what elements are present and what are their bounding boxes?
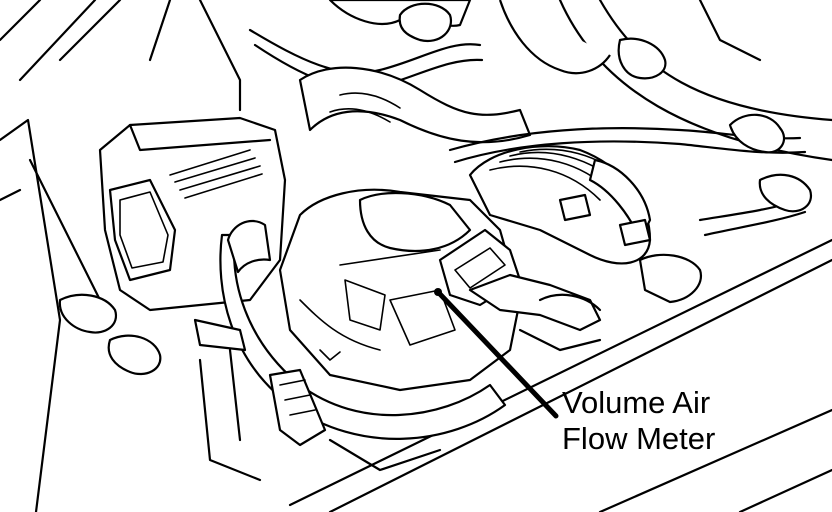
throttle-body: [278, 188, 522, 392]
lower-right-parts: [518, 173, 813, 352]
callout-leader-line: [435, 289, 559, 419]
callout-label-line1: Volume Air: [562, 385, 710, 420]
callout-leader-dot: [434, 288, 442, 296]
intake-duct: [468, 145, 652, 265]
lower-left-parts: [58, 293, 442, 482]
air-flow-meter-connector: [438, 228, 602, 332]
upper-hoses: [248, 0, 807, 164]
callout-label-line2: Flow Meter: [562, 421, 715, 456]
air-cleaner-box: [98, 116, 287, 312]
